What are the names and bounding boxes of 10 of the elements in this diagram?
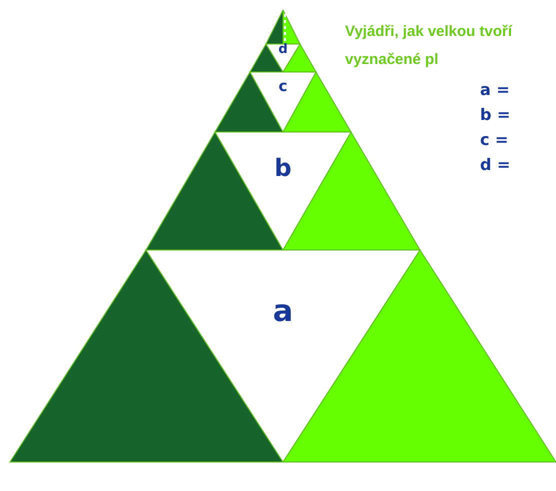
region-letter: c [278,78,288,94]
region-letter: a [272,297,294,327]
task-heading: Vyjádři, jak velkou tvoří vyznačené pl [345,22,514,70]
answer-label: a = [480,80,510,99]
answer-label: d = [480,155,510,174]
answer-label: c = [480,130,508,149]
region-letter: d [277,42,289,56]
region-letter: b [273,156,293,180]
answer-label: b = [480,105,510,124]
triangle-region [266,44,300,72]
